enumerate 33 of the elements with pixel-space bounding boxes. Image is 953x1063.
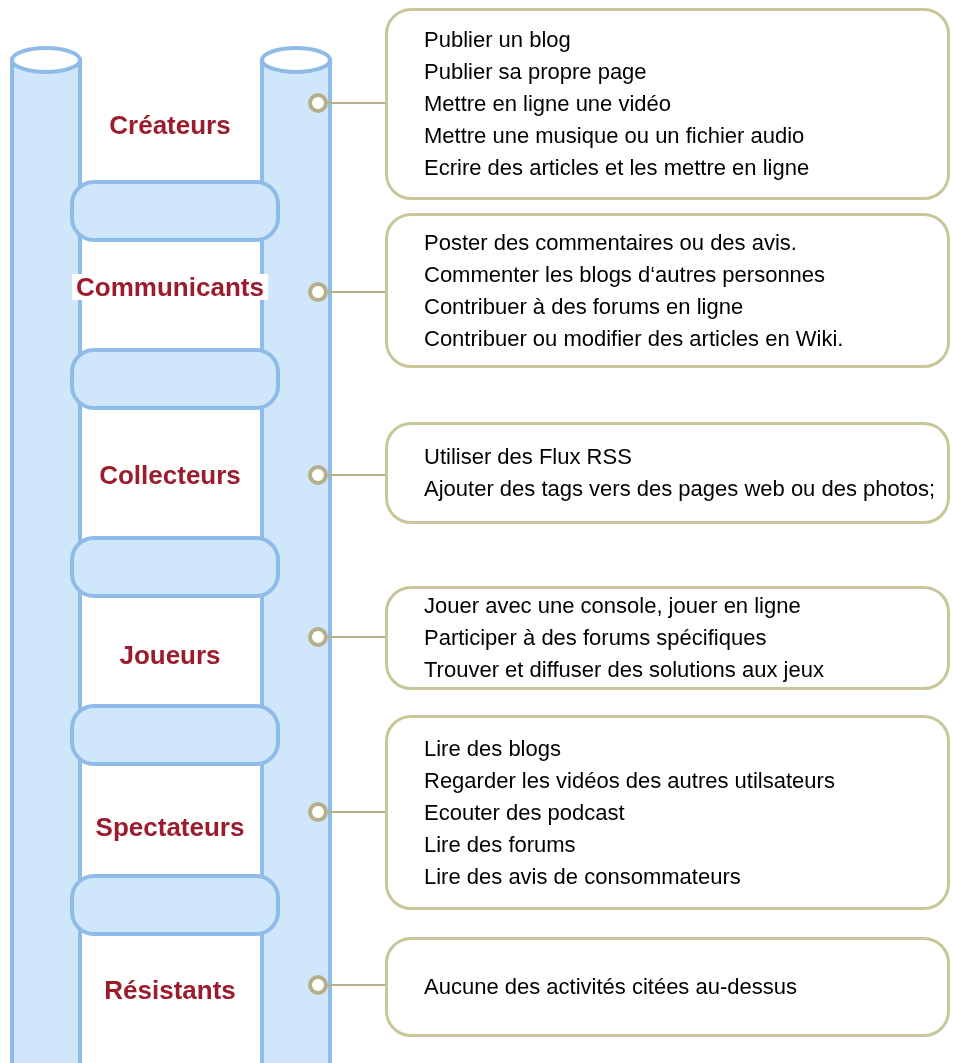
connector-line — [327, 474, 386, 476]
activity-text: Trouver et diffuser des solutions aux jeux — [424, 656, 825, 684]
activity-box — [385, 937, 950, 1037]
connector-line — [327, 636, 386, 638]
activity-text: Publier un blog — [424, 26, 572, 54]
activity-text: Ajouter des tags vers des pages web ou des photos; — [424, 475, 937, 503]
activity-text: Publier sa propre page — [424, 58, 648, 86]
connector-line — [327, 102, 386, 104]
activity-text: Lire des forums — [424, 830, 577, 859]
activity-text: Contribuer à des forums en ligne — [424, 292, 745, 321]
activity-text: Commenter les blogs d‘autres personnes — [424, 260, 827, 289]
activity-text: Contribuer ou modifier des articles en Wiki. — [424, 324, 845, 353]
activity-box — [385, 8, 950, 200]
activity-box — [385, 213, 950, 368]
activity-box — [385, 715, 950, 910]
connector-line — [327, 291, 386, 293]
activity-text: Utiliser des Flux RSS — [424, 443, 633, 471]
activity-text: Jouer avec une console, jouer en ligne — [424, 592, 802, 620]
activity-text: Lire des blogs — [424, 734, 562, 763]
connector-line — [327, 811, 386, 813]
level-label: Communicants — [72, 274, 268, 300]
activity-text: Regarder les vidéos des autres utilsateurs — [424, 766, 836, 795]
activity-box — [385, 422, 950, 524]
activity-text: Mettre en ligne une vidéo — [424, 90, 673, 118]
activity-text: Lire des avis de consommateurs — [424, 862, 742, 891]
activity-text: Poster des commentaires ou des avis. — [424, 228, 798, 257]
activity-text: Ecrire des articles et les mettre en ligne — [424, 154, 811, 182]
activity-text: Aucune des activités citées au-dessus — [424, 973, 798, 1001]
activity-box — [385, 586, 950, 690]
activity-text: Ecouter des podcast — [424, 798, 626, 827]
activity-text: Mettre une musique ou un fichier audio — [424, 122, 806, 150]
activity-text: Participer à des forums spécifiques — [424, 624, 768, 652]
connector-line — [327, 984, 386, 986]
